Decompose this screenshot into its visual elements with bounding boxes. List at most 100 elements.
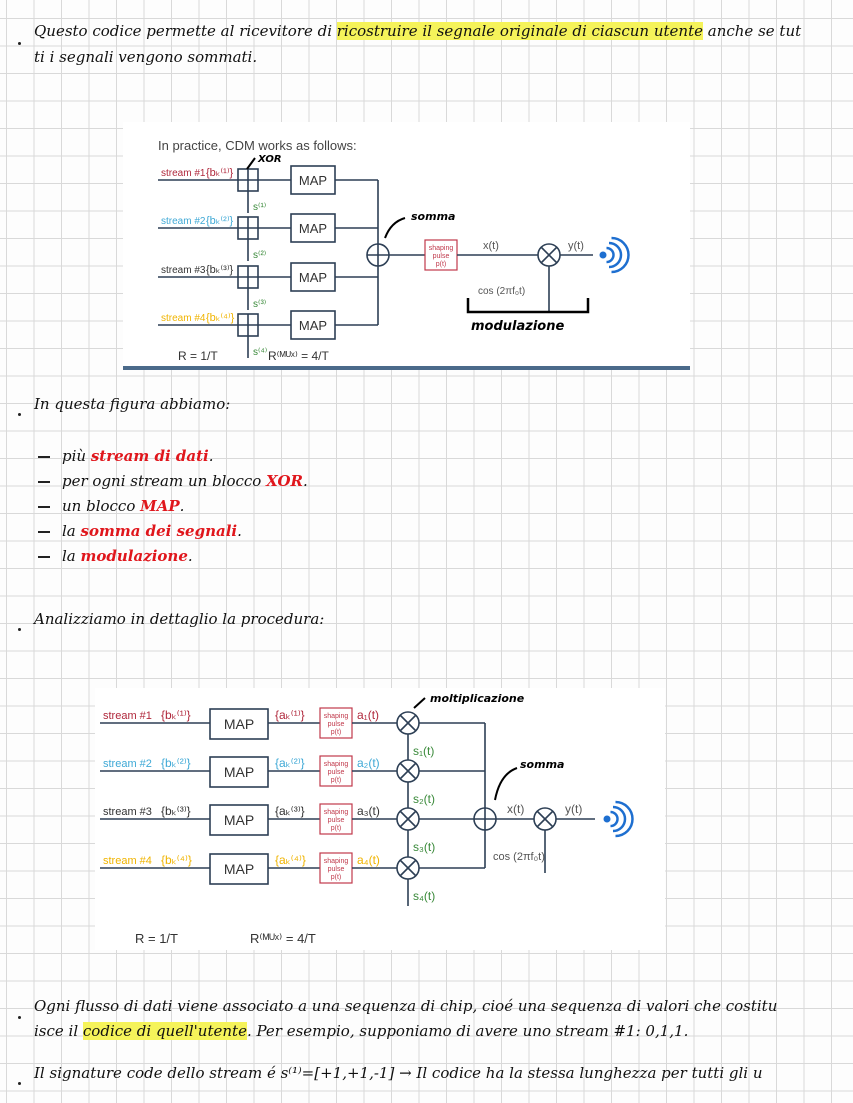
carrier-label: cos (2πf₀t)	[478, 286, 525, 297]
text: isce il	[34, 1022, 83, 1040]
shaping-label: pulse	[328, 817, 345, 824]
shaping-pulse-box	[319, 707, 353, 739]
stream-label: stream #4	[161, 313, 206, 324]
annotation-somma: somma	[411, 210, 455, 223]
list-item: un blocco MAP.	[62, 497, 184, 515]
stream-label: stream #2	[161, 216, 206, 227]
signature-label: s⁽¹⁾	[253, 202, 266, 213]
signature-label: s⁽³⁾	[253, 299, 266, 310]
bullet	[18, 1082, 21, 1085]
signal-a: a₁(t)	[357, 708, 379, 722]
signature-label: s₄(t)	[413, 889, 435, 903]
map-label: MAP	[224, 764, 254, 780]
shaping-label: pulse	[328, 866, 345, 873]
signature-label: s₃(t)	[413, 840, 435, 854]
paragraph-line: Il signature code dello stream é s⁽¹⁾=[+…	[34, 1064, 763, 1082]
shaping-label: shaping	[324, 713, 349, 720]
annotation-moltiplicazione: moltiplicazione	[430, 692, 525, 705]
map-block	[290, 165, 336, 195]
antenna-wave	[611, 236, 630, 274]
bit-sequence: {bₖ⁽⁴⁾}	[161, 853, 192, 867]
text: .	[179, 497, 185, 515]
figure-cdm-overview: In practice, CDM works as follows: stream…	[123, 122, 690, 370]
signature-label: s₂(t)	[413, 792, 435, 806]
bullet	[18, 1016, 21, 1019]
stream-label: stream #1	[103, 710, 152, 722]
text: .	[303, 472, 308, 490]
map-block	[290, 310, 336, 340]
antenna-wave	[612, 805, 627, 833]
antenna-wave	[615, 800, 634, 838]
keyword: modulazione	[80, 547, 188, 565]
text: la	[62, 547, 81, 565]
text: .	[187, 547, 193, 565]
signal-y: y(t)	[565, 802, 582, 816]
antenna-icon	[603, 815, 611, 823]
annotation-somma: somma	[520, 758, 564, 771]
paragraph-line: Questo codice permette al ricevitore di …	[34, 22, 801, 40]
shaping-label: p(t)	[331, 825, 342, 832]
signal-a: a₃(t)	[357, 804, 380, 818]
keyword: somma dei segnali	[80, 522, 238, 540]
signature-label: s⁽⁴⁾	[253, 347, 267, 358]
diagram: In practice, CDM works as follows: stream…	[123, 138, 690, 370]
figure-title: In practice, CDM works as follows:	[158, 138, 357, 153]
paragraph-line: isce il codice di quell'utente. Per esem…	[34, 1022, 688, 1040]
shaping-label: shaping	[429, 245, 454, 252]
stream-label: stream #3	[103, 806, 152, 818]
shaping-label: p(t)	[331, 874, 342, 881]
rate-mux-label: R⁽ᴹᵁˣ⁾ = 4/T	[250, 931, 316, 946]
text: Questo codice permette al ricevitore di	[34, 22, 337, 40]
bullet	[18, 628, 21, 631]
rate-mux-label: R⁽ᴹᵁˣ⁾ = 4/T	[268, 349, 329, 363]
symbol-sequence: {aₖ⁽²⁾}	[275, 756, 305, 770]
shaping-label: pulse	[433, 253, 450, 260]
signal-a: a₂(t)	[357, 756, 380, 770]
paragraph-line: Analizziamo in dettaglio la procedura:	[34, 610, 325, 628]
bit-sequence: {bₖ⁽⁴⁾}	[206, 312, 235, 324]
annotation-modulazione: modulazione	[471, 319, 564, 334]
times-mark	[399, 714, 417, 732]
annotation-arrow	[384, 217, 406, 239]
annotation-xor: XOR	[257, 154, 282, 165]
antenna-wave	[606, 246, 615, 264]
text: .	[208, 447, 214, 465]
list-dash	[38, 556, 50, 558]
paragraph-line: Ogni flusso di dati viene associato a un…	[34, 997, 778, 1015]
bit-sequence: {bₖ⁽³⁾}	[161, 804, 191, 818]
bullet	[18, 42, 21, 45]
list-dash	[38, 456, 50, 458]
shaping-label: p(t)	[436, 261, 447, 268]
figure-border	[123, 366, 690, 370]
map-block	[209, 804, 269, 836]
shaping-label: shaping	[324, 858, 349, 865]
signal-y: y(t)	[568, 240, 584, 252]
bracket-annotation	[466, 298, 590, 314]
symbol-sequence: {aₖ⁽³⁾}	[275, 804, 305, 818]
antenna-icon	[599, 251, 607, 259]
list-dash	[38, 531, 50, 533]
list-item: per ogni stream un blocco XOR.	[62, 472, 308, 490]
shaping-label: p(t)	[331, 777, 342, 784]
text: per ogni stream un blocco	[62, 472, 267, 490]
signal-x: x(t)	[507, 802, 524, 816]
text: . Per esempio, supponiamo di avere uno s…	[246, 1022, 689, 1040]
carrier-label: cos (2πf₀t)	[493, 851, 545, 863]
list-item: la modulazione.	[62, 547, 193, 565]
bit-sequence: {bₖ⁽²⁾}	[161, 756, 191, 770]
times-mark	[399, 762, 417, 780]
times-mark	[399, 859, 417, 877]
antenna-wave	[608, 241, 623, 269]
rate-label: R = 1/T	[178, 349, 218, 363]
text: anche se tut	[703, 22, 802, 40]
shaping-label: shaping	[324, 809, 349, 816]
highlight: codice di quell'utente	[82, 1022, 247, 1040]
bullet	[18, 413, 21, 416]
map-block	[209, 708, 269, 740]
signal-a: a₄(t)	[357, 853, 380, 867]
shaping-pulse-box	[319, 852, 353, 884]
map-block	[209, 756, 269, 788]
list-dash	[38, 506, 50, 508]
paragraph-line: ti i segnali vengono sommati.	[34, 48, 258, 66]
